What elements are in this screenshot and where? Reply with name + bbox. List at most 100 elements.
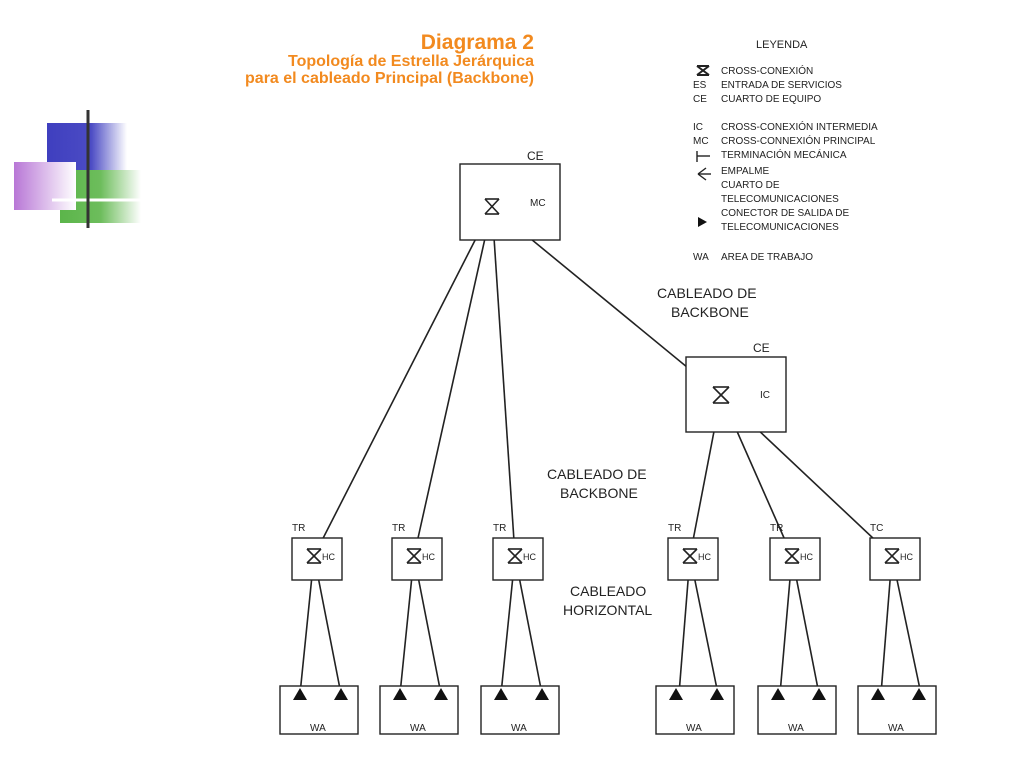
outlet-icon [393, 688, 407, 700]
legend-abbr: WA [693, 252, 709, 263]
work-area-label: WA [410, 723, 426, 734]
outlet-icon [710, 688, 724, 700]
work-area: WA [757, 685, 837, 735]
main-cross-connect-label: MC [530, 198, 546, 209]
main-room-label: CE [527, 149, 544, 163]
telecom-closet: TC HC [869, 523, 921, 581]
horizontal-cross-connect-icon [884, 548, 900, 564]
deco-purple-square [14, 162, 76, 210]
intermediate-cross-connect-label: IC [760, 390, 770, 401]
work-area: WA [480, 685, 560, 735]
outlet-icon [334, 688, 348, 700]
closet-room-label: TC [870, 523, 883, 534]
title-line-1: Diagrama 2 [420, 31, 534, 54]
legend-abbr: IC [693, 122, 703, 133]
work-area: WA [655, 685, 735, 735]
work-area: WA [279, 685, 359, 735]
work-area-label: WA [788, 723, 804, 734]
telecom-closet: TR HC [291, 523, 343, 581]
work-area-box [857, 685, 937, 735]
work-area: WA [857, 685, 937, 735]
main-equipment-room: CE MC [459, 149, 561, 241]
work-area: WA [379, 685, 459, 735]
work-area-box [480, 685, 560, 735]
horizontal-cross-connect-label: HC [900, 552, 913, 562]
work-area-box [655, 685, 735, 735]
horizontal-cross-connect-label: HC [800, 552, 813, 562]
horizontal-cross-connect-icon [306, 548, 322, 564]
work-area-label: WA [310, 723, 326, 734]
work-area-box [279, 685, 359, 735]
work-area-box [757, 685, 837, 735]
intermediate-room-label: CE [753, 341, 770, 355]
outlet-icon [771, 688, 785, 700]
legend-abbr: ES [693, 80, 707, 91]
legend-text: ENTRADA DE SERVICIOS [721, 80, 842, 91]
outlet-icon [434, 688, 448, 700]
legend-text: CUARTO DE EQUIPO [721, 94, 821, 105]
horizontal-cross-connect-icon [406, 548, 422, 564]
horizontal-cross-connect-icon [682, 548, 698, 564]
legend-text: AREA DE TRABAJO [721, 252, 813, 263]
telecom-closets: TR HC WA TR HC WA TR HC WA TR HC WA TR HC WA TC HC WA [279, 523, 937, 735]
telecom-closet: TR HC [769, 523, 821, 581]
legend-text: EMPALME [721, 166, 769, 177]
horizontal-cross-connect-icon [507, 548, 523, 564]
backbone-link-mc-to-closet-2 [413, 206, 493, 557]
legend-abbr: CE [693, 94, 707, 105]
legend-cross-connect-icon [696, 65, 710, 76]
horizontal-cross-connect-label: HC [523, 552, 536, 562]
legend-text: CONECTOR DE SALIDA DE [721, 208, 850, 219]
work-area-label: WA [888, 723, 904, 734]
outlet-icon [535, 688, 549, 700]
closet-room-label: TR [770, 523, 783, 534]
main-cross-connect-icon [484, 198, 500, 215]
backbone-link-mc-to-closet-1 [313, 206, 493, 557]
outlet-icon [871, 688, 885, 700]
horizontal-cross-connect-label: HC [422, 552, 435, 562]
horizontal-cross-connect-icon [784, 548, 800, 564]
legend-outlet-icon [698, 217, 707, 227]
telecom-closet: TR HC [667, 523, 719, 581]
closet-room-label: TR [292, 523, 305, 534]
outlet-icon [293, 688, 307, 700]
backbone-upper-line-2: BACKBONE [671, 304, 749, 320]
work-area-box [379, 685, 459, 735]
legend-text: TELECOMUNICACIONES [721, 222, 839, 233]
closet-room-label: TR [668, 523, 681, 534]
backbone-upper-line-1: CABLEADO DE [657, 285, 757, 301]
backbone-lower-line-1: CABLEADO DE [547, 466, 647, 482]
telecom-closet: TR HC [492, 523, 544, 581]
diagram-title: Diagrama 2 Topología de Estrella Jerárqu… [245, 31, 534, 88]
title-line-2: Topología de Estrella Jerárquica [288, 53, 534, 71]
telecom-closet: TR HC [391, 523, 443, 581]
closet-room-label: TR [493, 523, 506, 534]
horizontal-cross-connect-label: HC [698, 552, 711, 562]
main-room-box [459, 163, 561, 241]
outlet-icon [494, 688, 508, 700]
legend-text: CUARTO DE [721, 180, 780, 191]
intermediate-equipment-room: CE IC [685, 341, 787, 433]
intermediate-cross-connect-icon [712, 386, 730, 404]
backbone-link-mc-to-closet-3 [491, 206, 516, 557]
legend-abbr: MC [693, 136, 709, 147]
closet-room-label: TR [392, 523, 405, 534]
legend-termination-icon [696, 151, 710, 162]
outlet-icon [669, 688, 683, 700]
legend-heading: LEYENDA [756, 39, 808, 51]
outlet-icon [812, 688, 826, 700]
horizontal-line-2: HORIZONTAL [563, 602, 652, 618]
legend-text: TERMINACIÓN MECÁNICA [721, 148, 847, 161]
legend-text: CROSS-CONEXIÓN INTERMEDIA [721, 120, 878, 133]
legend-text: CROSS-CONNEXIÓN PRINCIPAL [721, 134, 876, 147]
horizontal-cross-connect-label: HC [322, 552, 335, 562]
legend-text: TELECOMUNICACIONES [721, 194, 839, 205]
intermediate-room-box [685, 356, 787, 433]
backbone-lower-line-2: BACKBONE [560, 485, 638, 501]
work-area-label: WA [511, 723, 527, 734]
horizontal-line-1: CABLEADO [570, 583, 646, 599]
work-area-label: WA [686, 723, 702, 734]
title-line-3: para el cableado Principal (Backbone) [245, 69, 534, 87]
